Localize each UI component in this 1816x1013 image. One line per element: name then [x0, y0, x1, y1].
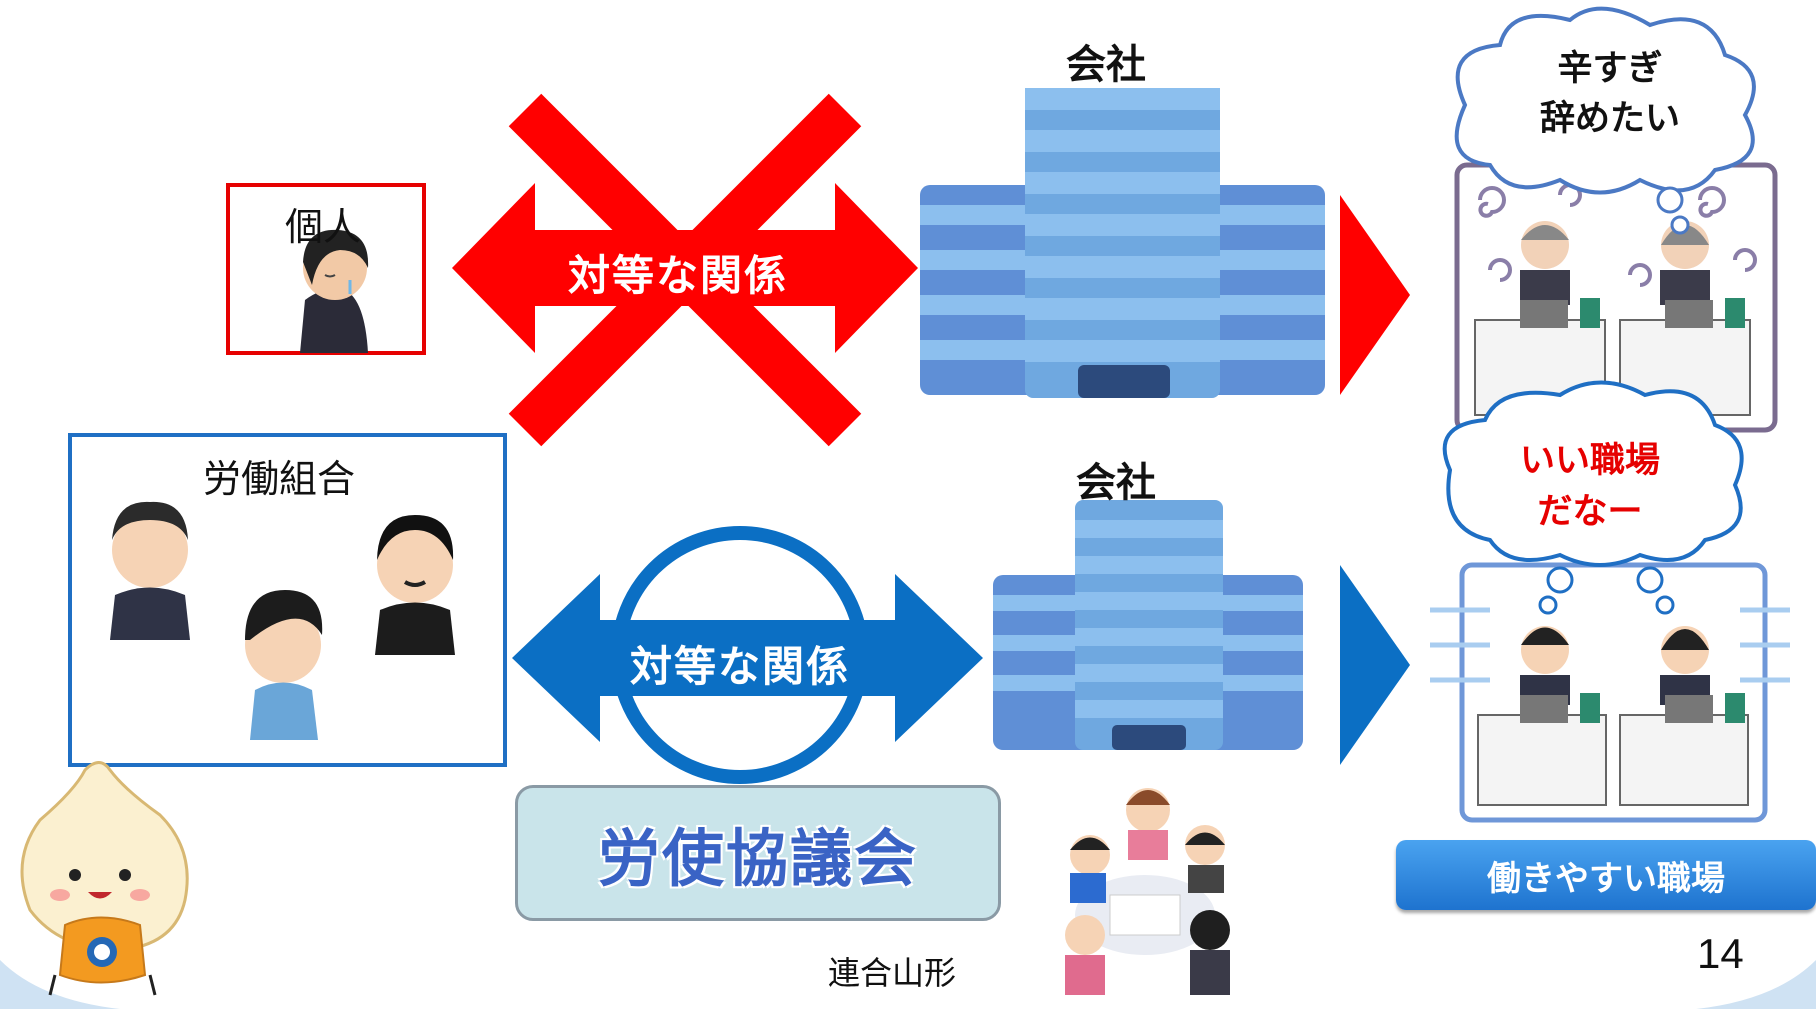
bottom-result-arrow — [1340, 565, 1410, 765]
council-label: 労使協議会 — [597, 822, 918, 895]
top-result-arrow — [1340, 195, 1410, 395]
top-bubble-line2: 辞めたい — [1539, 99, 1680, 139]
cross-mark-icon — [508, 93, 862, 447]
meeting-people-icon — [1065, 788, 1230, 995]
bottom-bubble-line2: だなー — [1537, 492, 1643, 532]
top-thought-bubble — [1454, 6, 1756, 235]
corner-decoration — [0, 960, 120, 1009]
company-building-icon — [920, 88, 1325, 398]
bottom-arrow-label: 対等な関係 — [630, 642, 851, 691]
sad-person-icon — [300, 229, 369, 353]
top-arrow-label: 対等な関係 — [568, 251, 789, 300]
page-number: 14 — [1697, 930, 1744, 977]
bottom-double-arrow — [512, 574, 983, 742]
individual-label: 個人 — [285, 205, 362, 249]
corner-decoration — [1696, 960, 1816, 1009]
union-label: 労働組合 — [203, 457, 356, 501]
bottom-thought-bubble — [1442, 380, 1744, 615]
bottom-company-label: 会社 — [1076, 460, 1156, 506]
top-bubble-line1: 辛すぎ — [1557, 49, 1663, 89]
company-building-icon — [993, 500, 1303, 750]
good-workplace-button[interactable]: 働きやすい職場 — [1396, 840, 1816, 910]
labor-management-council-box: 労使協議会 — [515, 785, 1001, 921]
happy-office-icon — [1430, 562, 1790, 823]
good-workplace-label: 働きやすい職場 — [1487, 858, 1725, 899]
bottom-bubble-line1: いい職場 — [1519, 441, 1660, 481]
top-company-label: 会社 — [1066, 42, 1146, 88]
union-members-icon — [110, 501, 455, 740]
organization-name: 連合山形 — [828, 954, 957, 992]
mascot-icon — [20, 761, 189, 996]
